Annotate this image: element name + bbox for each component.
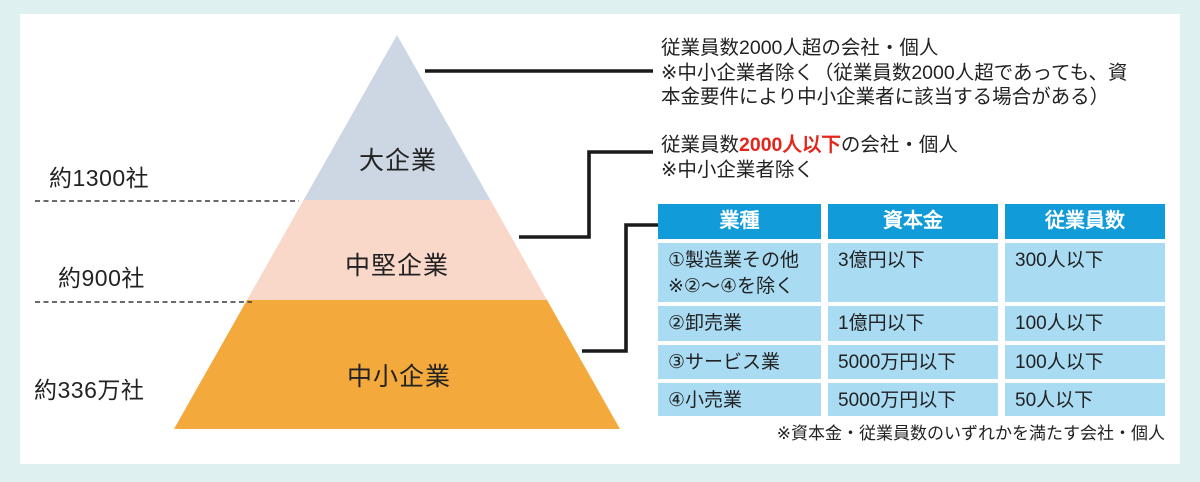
count-small-companies: 約336万社	[34, 377, 145, 403]
table-cell-industry-1: ①製造業その他 ※②～④を除く	[658, 243, 821, 302]
table-header-capital: 資本金	[828, 204, 998, 239]
annotation-large-line2: ※中小企業者除く（従業員数2000人超であっても、資	[661, 61, 1128, 84]
annotation-medium-note: ※中小企業者除く	[661, 158, 814, 181]
count-large-companies: 約1300社	[49, 165, 150, 191]
annotation-medium-prefix: 従業員数	[661, 134, 740, 156]
table-cell-employees-4: 50人以下	[1005, 383, 1165, 416]
table-header-industry: 業種	[658, 204, 821, 239]
table-cell-employees-2: 100人以下	[1005, 306, 1165, 341]
table-cell-industry-4: ④小売業	[658, 383, 821, 416]
annotation-medium-suffix: の会社・個人	[840, 134, 958, 156]
pyramid-label-small: 中小企業	[346, 363, 452, 391]
table-cell-capital-1: 3億円以下	[828, 243, 998, 302]
annotation-large-line3: 本金要件により中小企業者に該当する場合がある）	[661, 86, 1110, 108]
table-cell-capital-2: 1億円以下	[828, 306, 998, 341]
annotation-medium-highlight: 2000人以下	[739, 134, 841, 156]
pyramid-label-medium: 中堅企業	[344, 252, 450, 280]
pyramid-top-layer	[303, 35, 491, 200]
annotation-medium-line1: 従業員数2000人以下の会社・個人	[661, 133, 958, 158]
smb-definition-table: 業種 資本金 従業員数 ①製造業その他 ※②～④を除く 3億円以下 300人以下…	[658, 204, 1165, 416]
annotation-large-companies: 従業員数2000人超の会社・個人 ※中小企業者除く（従業員数2000人超であって…	[661, 36, 1128, 110]
pyramid-bottom-layer	[174, 300, 620, 429]
table-header-employees: 従業員数	[1005, 204, 1165, 239]
table-cell-industry-2: ②卸売業	[658, 306, 821, 341]
table-footnote: ※資本金・従業員数のいずれかを満たす会社・個人	[776, 424, 1165, 443]
annotation-medium-companies: 従業員数2000人以下の会社・個人 ※中小企業者除く	[661, 133, 958, 182]
table-cell-capital-3: 5000万円以下	[828, 345, 998, 379]
table-cell-capital-4: 5000万円以下	[828, 383, 998, 416]
count-medium-companies: 約900社	[58, 265, 145, 291]
table-cell-employees-3: 100人以下	[1005, 345, 1165, 379]
table-cell-industry-3: ③サービス業	[658, 345, 821, 379]
table-cell-employees-1: 300人以下	[1005, 243, 1165, 302]
connector-small-companies	[582, 223, 659, 353]
connector-medium-companies	[519, 150, 653, 239]
pyramid-label-large: 大企業	[358, 147, 438, 175]
annotation-large-line1: 従業員数2000人超の会社・個人	[661, 37, 939, 59]
pyramid-middle-layer	[247, 200, 547, 300]
